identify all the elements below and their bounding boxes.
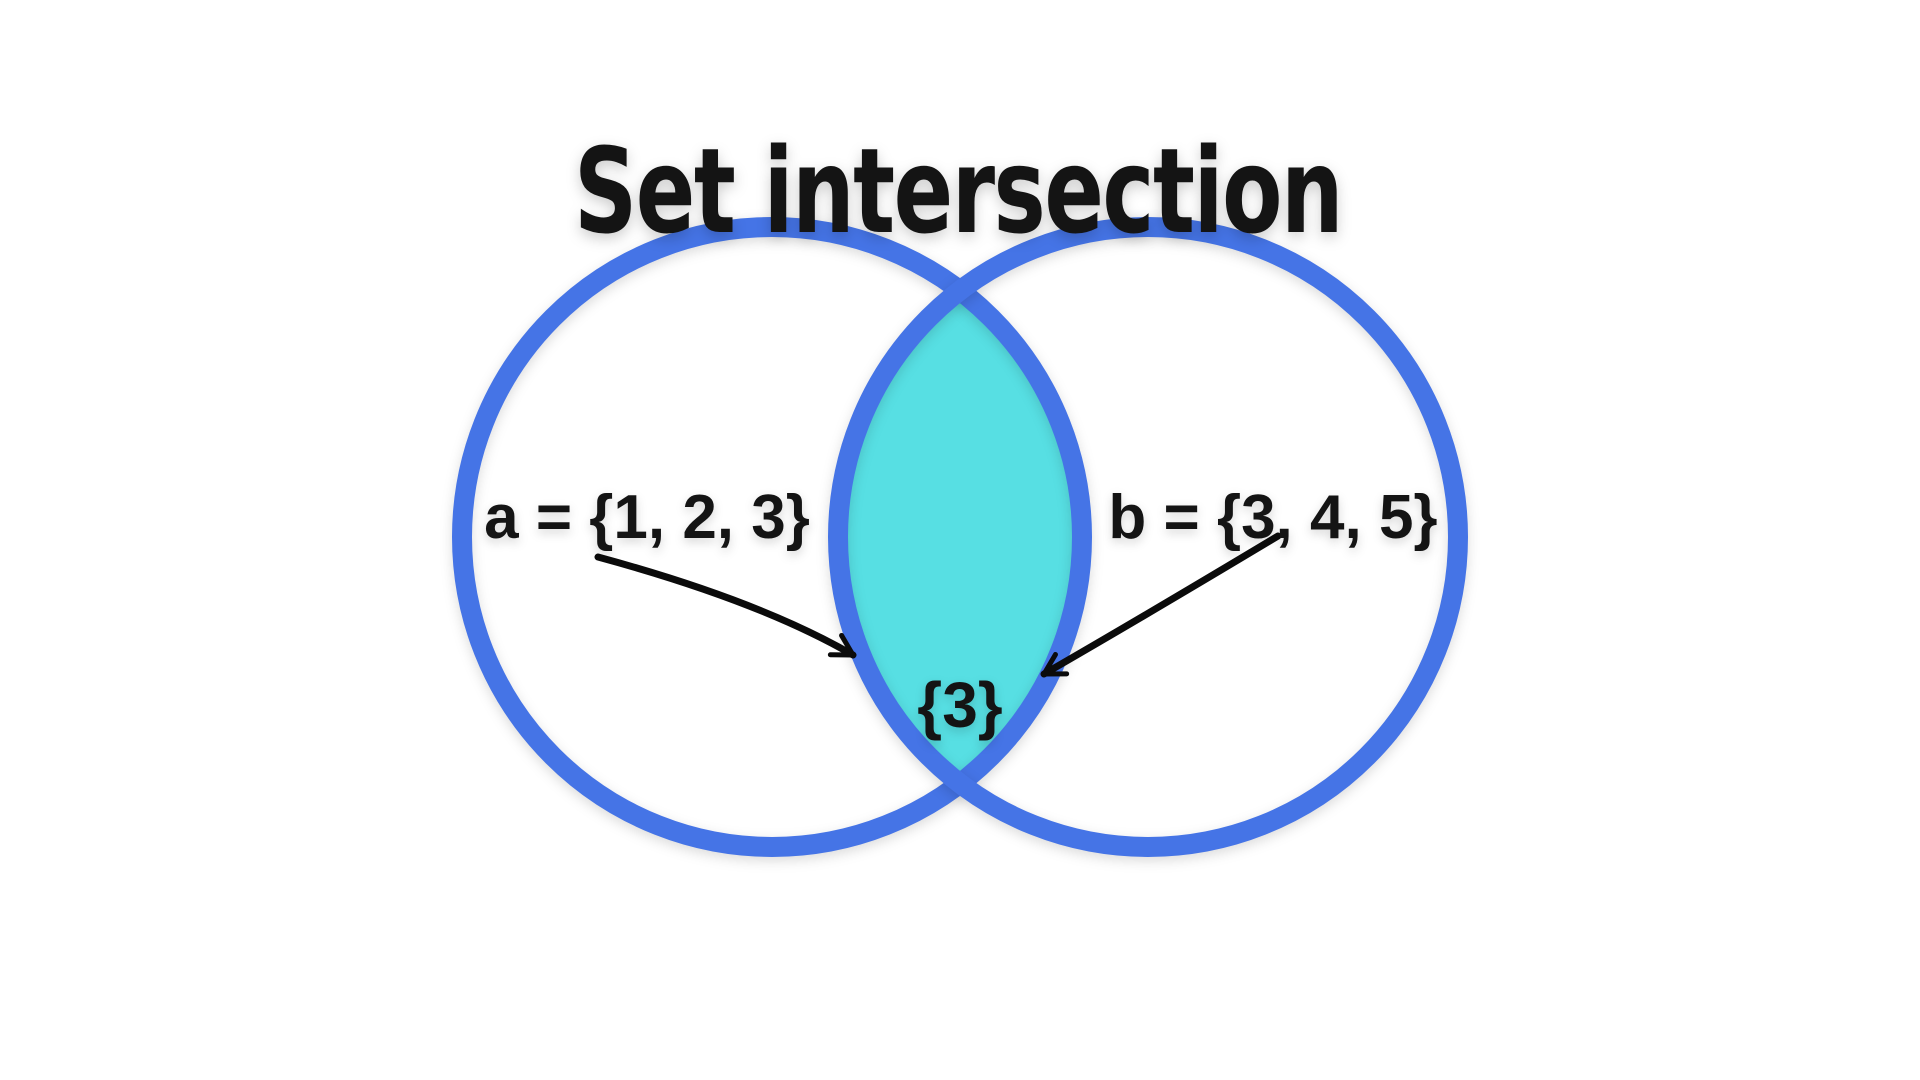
- circle-set-a: [452, 217, 1092, 857]
- label-set-a: a = {1, 2, 3}: [484, 483, 810, 552]
- arrow-b-to-intersection: [1040, 532, 1282, 678]
- label-intersection: {3}: [917, 669, 1002, 741]
- label-set-b: b = {3, 4, 5}: [1108, 483, 1437, 552]
- page-title: Set intersection: [574, 122, 1342, 260]
- circle-set-b: [828, 217, 1468, 857]
- intersection-region: [838, 227, 1082, 847]
- arrow-a-to-intersection: [594, 553, 857, 659]
